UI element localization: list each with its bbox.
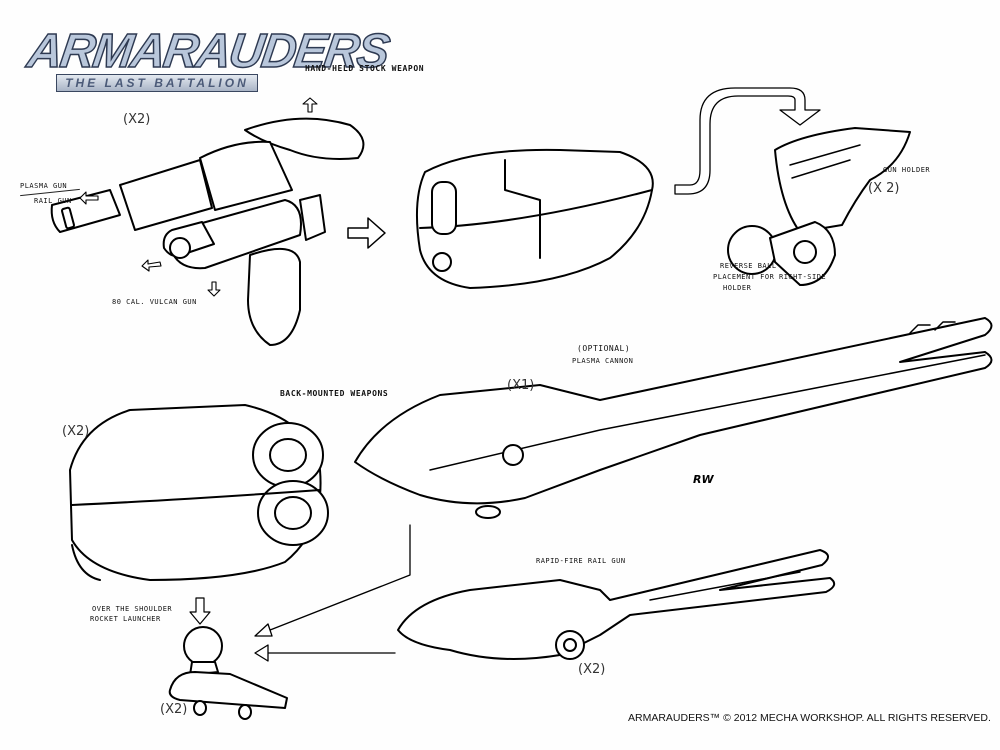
label-plasma-cannon: PLASMA CANNON [572,357,634,365]
artist-signature: RW [693,473,714,486]
direction-arrow [79,191,99,205]
direction-arrow [141,259,162,272]
label-rocket-1: OVER THE SHOULDER [92,605,173,613]
label-reverse-ball: REVERSE BALL [720,262,777,270]
label-optional: (OPTIONAL) [577,344,631,353]
label-rail-gun: RAIL GUN [34,197,72,205]
quantity-plasma-cannon: (X1) [507,378,535,393]
rapid-fire-rail-gun [397,549,836,660]
label-vulcan-gun: 80 CAL. VULCAN GUN [112,298,197,306]
label-reverse-ball-3: HOLDER [723,284,752,292]
hand-held-weapon-exploded [50,117,365,346]
armarauders-logo: ARMARAUDERS THE LAST BATTALION [24,22,392,94]
ball-mount [168,597,288,720]
connector-arrow-head [254,644,269,662]
direction-arrow [302,97,318,113]
direction-arrow [207,281,221,297]
copyright-notice: ARMARAUDERS™ © 2012 MECHA WORKSHOP. ALL … [628,712,991,724]
quantity-gun-holder: (X 2) [868,181,900,196]
quantity-rocket-launcher: (X2) [62,424,90,439]
label-reverse-ball-2: PLACEMENT FOR RIGHT-SIDE [713,273,827,281]
label-plasma-gun: PLASMA GUN [20,182,68,190]
connector-arrow-head [254,623,273,637]
curved-arrow [674,87,821,195]
label-gun-holder: GUN HOLDER [883,166,931,174]
logo-subtitle: THE LAST BATTALION [56,74,258,92]
heading-back-mounted: BACK-MOUNTED WEAPONS [280,389,389,398]
assembled-weapon [416,148,654,289]
label-rocket-2: ROCKET LAUNCHER [90,615,161,623]
plasma-cannon [354,317,993,519]
quantity-rail-gun: (X2) [578,662,606,677]
label-rapid-fire: RAPID-FIRE RAIL GUN [536,557,626,565]
rocket-launcher [69,404,329,581]
connector-arrow [264,524,411,633]
quantity-ball-mount: (X2) [160,702,188,717]
gun-holder [727,127,911,286]
heading-hand-held: HAND-HELD STOCK WEAPON [305,64,425,73]
assembly-arrow [347,217,386,249]
quantity-hand-gun: (X2) [123,112,151,127]
